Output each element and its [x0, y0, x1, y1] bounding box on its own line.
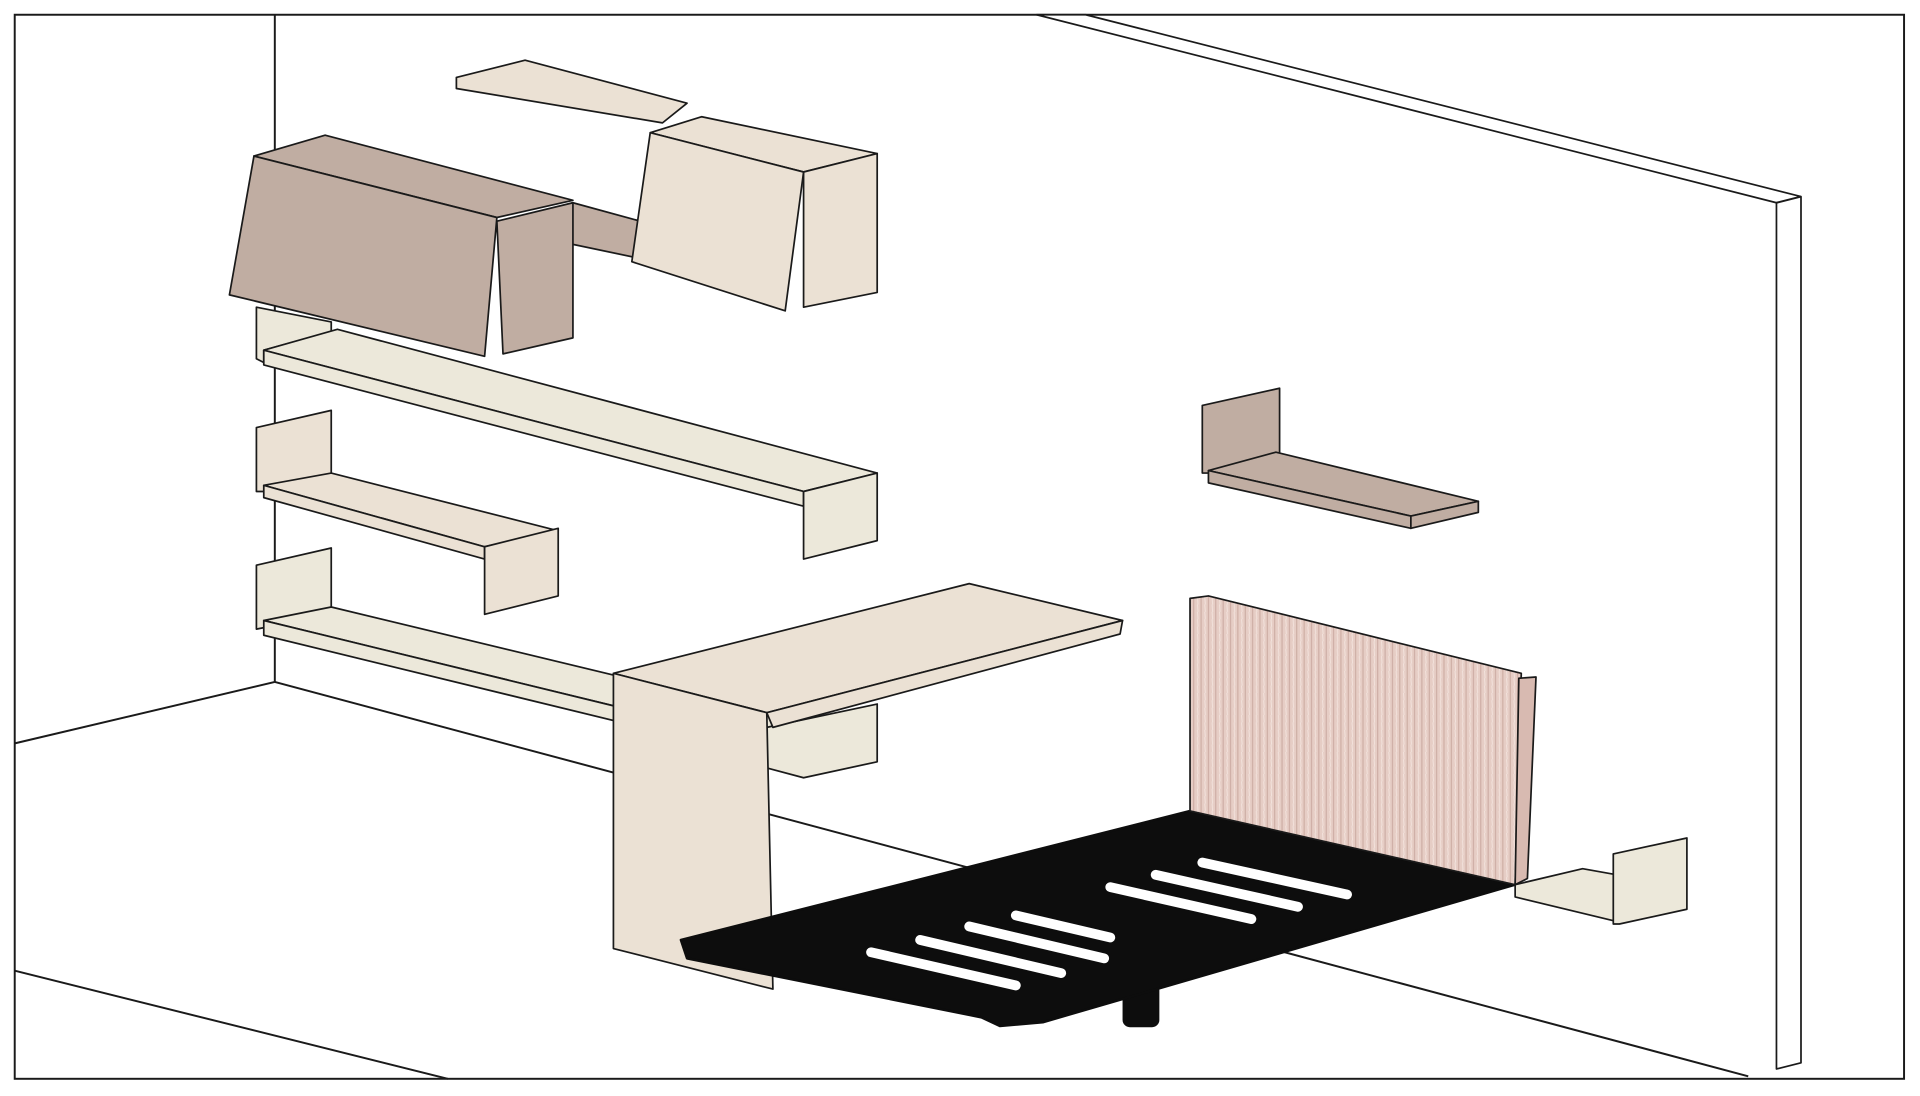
short-shelf: [255, 409, 560, 616]
desk: [612, 582, 1124, 990]
frame-border: [13, 13, 1906, 1080]
bed-slats: [866, 857, 1352, 991]
cabinet-door[interactable]: [630, 131, 805, 312]
floating-shelf-brown: [1201, 387, 1480, 530]
long-shelf: [255, 306, 879, 560]
nightstand-shelf: [1514, 837, 1688, 925]
cabinet-door[interactable]: [228, 155, 498, 358]
bed: [679, 595, 1537, 1028]
side-wall-panel: [1035, 13, 1802, 1070]
floor-line-front: [14, 969, 449, 1080]
top-shelf: [455, 59, 688, 124]
floor-line-left: [14, 680, 276, 745]
right-wall-cabinet: [630, 115, 879, 312]
headboard-edge: [1514, 676, 1537, 886]
left-wall-cabinet: [228, 134, 574, 358]
